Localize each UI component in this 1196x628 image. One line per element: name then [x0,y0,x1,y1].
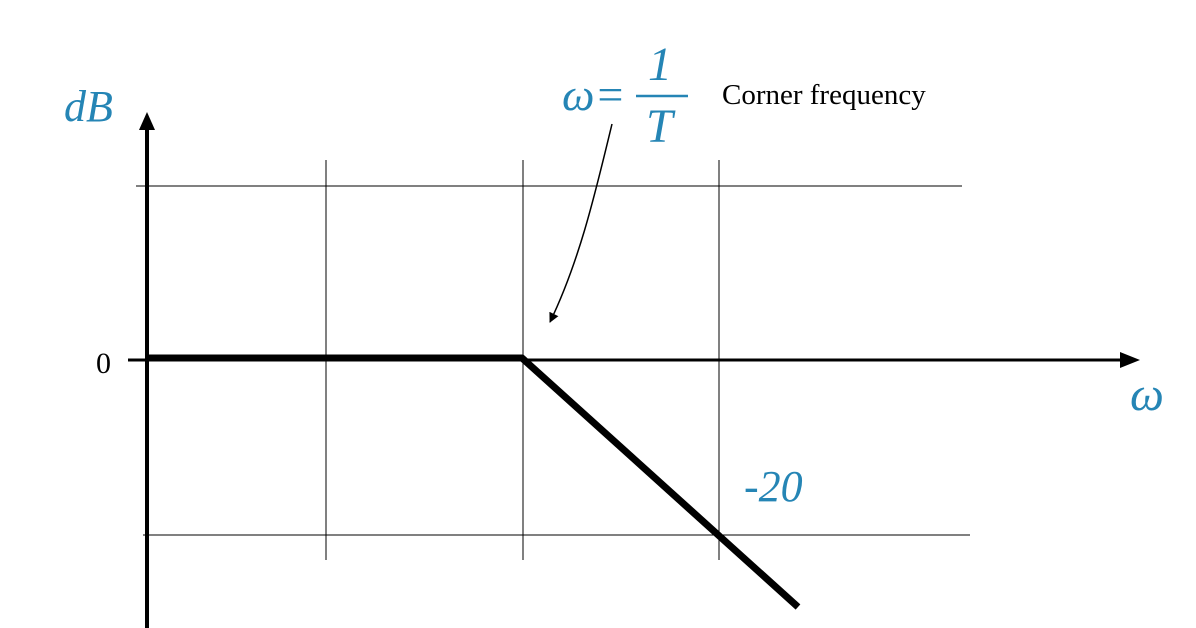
y-axis-label: dB [64,82,113,131]
zero-label: 0 [96,347,111,380]
corner-equation-numerator: 1 [648,38,672,91]
x-axis-arrow [1120,352,1140,368]
corner-frequency-caption: Corner frequency [722,79,926,111]
x-axis-label: ω [1130,368,1164,421]
y-axis-arrow [139,112,155,130]
corner-equation-lhs: ω= [562,69,626,120]
corner-equation-denominator: T [646,100,676,153]
magnitude-response-line [147,354,801,610]
corner-pointer-arrow [549,123,613,323]
slope-label: -20 [744,462,803,511]
